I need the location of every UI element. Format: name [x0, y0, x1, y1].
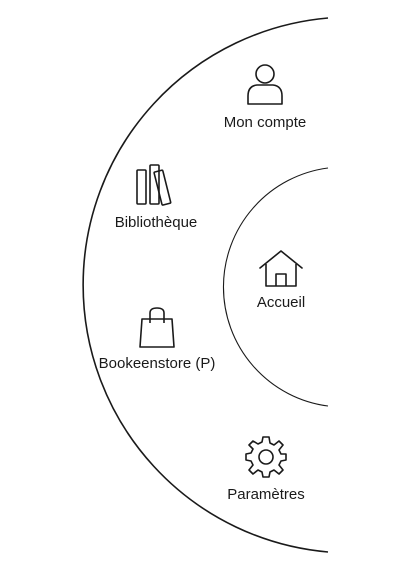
menu-item-home[interactable]: Accueil — [221, 248, 341, 312]
home-icon — [259, 250, 303, 287]
menu-item-account[interactable]: Mon compte — [205, 62, 325, 132]
menu-item-bookeenstore[interactable]: Bookeenstore (P) — [82, 305, 232, 373]
user-icon — [247, 64, 283, 105]
outer-arc — [82, 17, 329, 553]
inner-arc — [222, 167, 329, 407]
shopping-bag-icon — [139, 307, 175, 348]
menu-item-label: Bibliothèque — [114, 214, 198, 231]
menu-item-settings[interactable]: Paramètres — [206, 434, 326, 504]
menu-item-label: Bookeenstore (P) — [98, 355, 216, 372]
gear-icon — [245, 436, 287, 478]
menu-item-label: Paramètres — [227, 486, 305, 503]
menu-item-library[interactable]: Bibliothèque — [96, 162, 216, 232]
menu-item-label: Accueil — [256, 294, 306, 311]
books-icon — [136, 164, 172, 206]
menu-item-label: Mon compte — [223, 114, 307, 131]
